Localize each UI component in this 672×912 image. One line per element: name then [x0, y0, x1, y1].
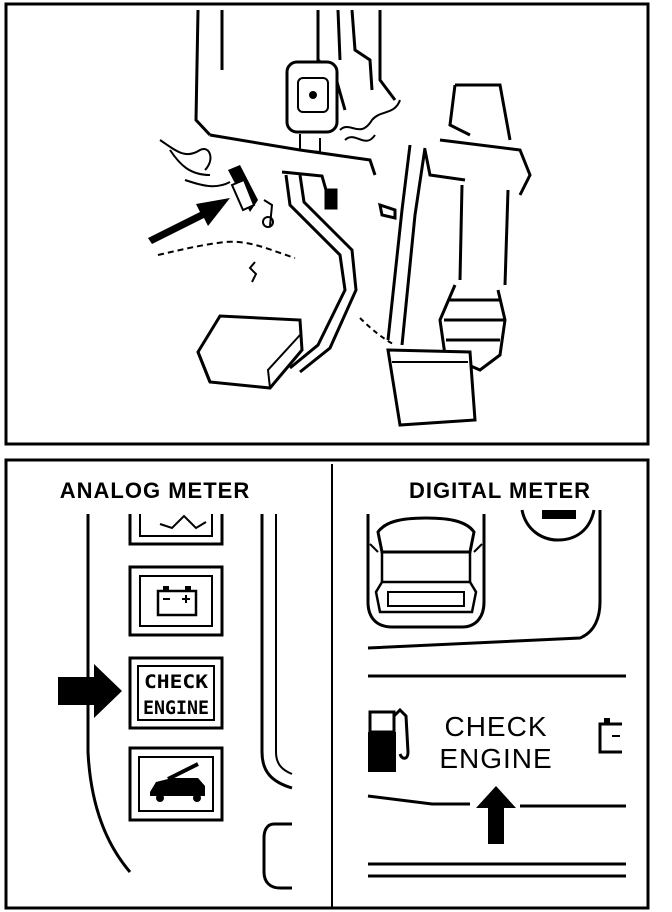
analog-bezel-right-inner: [275, 514, 293, 775]
diagnostic-connector: [228, 165, 274, 228]
top-frame: [4, 2, 650, 446]
analog-bezel-curve: [86, 514, 132, 873]
digital-meter-title: DIGITAL METER: [409, 478, 591, 503]
analog-arrow-icon: [58, 664, 122, 718]
brake-pedal-arm: [281, 170, 358, 374]
carpet-mark: [248, 261, 258, 283]
analog-meter: ANALOG METER: [58, 478, 293, 890]
arrow-icon: [148, 198, 230, 244]
meters-svg: ANALOG METER: [4, 458, 650, 910]
analog-engine-text: ENGINE: [143, 697, 209, 719]
digital-indicator-line-left: [367, 794, 470, 806]
battery-warning-box: [128, 565, 224, 637]
carpet-edge: [157, 240, 296, 259]
steering-column: [423, 83, 532, 372]
car-hood-icon: [150, 762, 205, 802]
switch-box: [285, 60, 339, 154]
pedal-illustration-svg: [4, 2, 650, 446]
digital-arrow-icon: [476, 786, 516, 844]
accelerator-pedal-rod: [378, 144, 427, 346]
analog-bezel-right: [260, 514, 293, 790]
carpet-edge-right: [359, 317, 396, 346]
battery-icon: [156, 586, 198, 617]
digital-meter: DIGITAL METER: [366, 478, 626, 878]
gauge-partial: [367, 509, 602, 650]
brake-warning-box: [128, 514, 224, 546]
analog-meter-title: ANALOG METER: [60, 478, 250, 503]
analog-check-text: CHECK: [144, 671, 209, 693]
digital-battery-icon: [598, 718, 622, 754]
check-engine-warning-box: CHECK ENGINE: [128, 656, 224, 730]
analog-lower-bracket: [262, 822, 292, 890]
car-topview-icon: [366, 514, 486, 629]
accelerator-pedal-pad: [386, 348, 477, 427]
bottom-frame: [4, 458, 650, 910]
digital-check-text: CHECK: [444, 711, 547, 742]
fuel-pump-icon: [368, 707, 410, 772]
meters-panel: ANALOG METER: [0, 452, 672, 912]
brake-pedal-pad: [196, 314, 304, 390]
pedal-area-illustration: [0, 0, 672, 452]
digital-engine-text: ENGINE: [439, 743, 552, 774]
hood-warning-box: [128, 746, 224, 822]
wiring-harness: [159, 99, 401, 188]
